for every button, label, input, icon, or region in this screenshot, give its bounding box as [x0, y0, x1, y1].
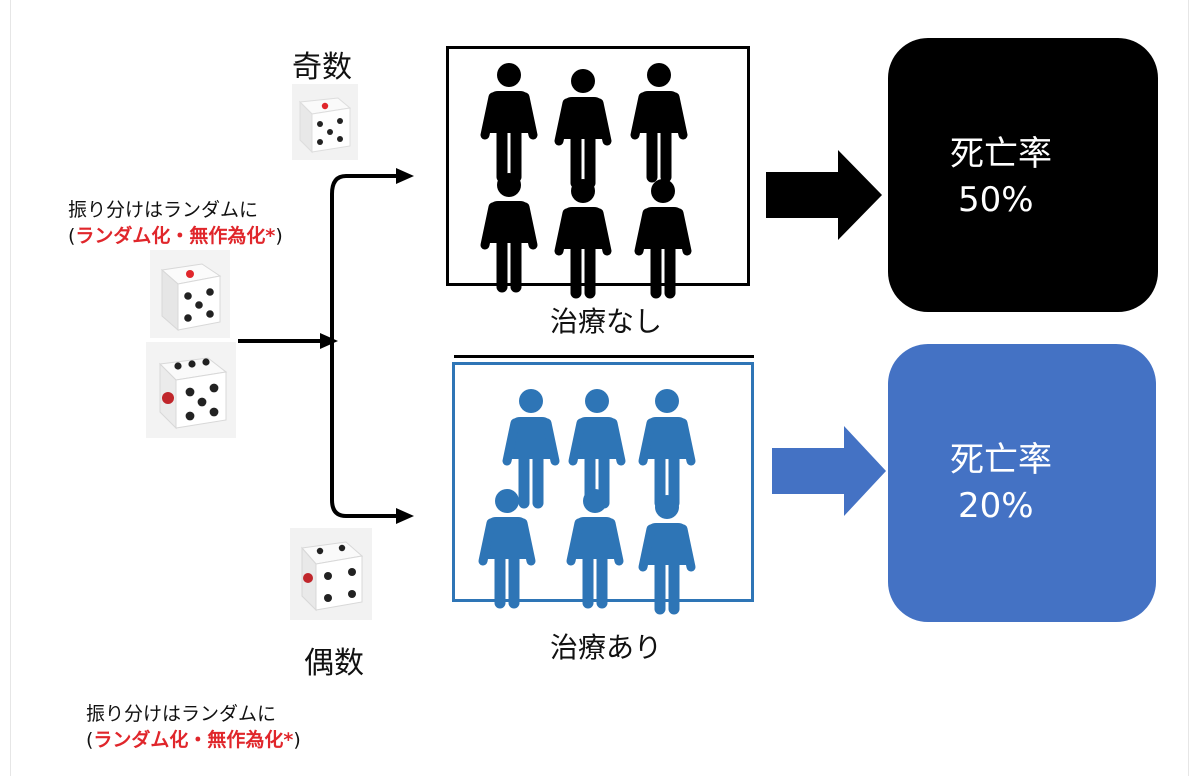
person-icon: [638, 389, 696, 509]
untreated-result-box: 死亡率 50%: [888, 38, 1158, 312]
person-icon: [480, 173, 538, 293]
randomization-note-bottom: 振り分けはランダムに (ランダム化・無作為化*): [86, 702, 301, 753]
person-icon: [638, 495, 696, 615]
treated-caption: 治療あり: [550, 631, 663, 664]
note-line-2: (ランダム化・無作為化*): [86, 728, 301, 751]
middle-arrowhead: [320, 333, 338, 349]
note-line-2: (ランダム化・無作為化*): [68, 224, 283, 247]
treated-result-arrow-icon: [772, 426, 886, 516]
person-icon: [478, 489, 536, 609]
randomization-note-middle: 振り分けはランダムに (ランダム化・無作為化*): [68, 198, 283, 249]
note-line-1: 振り分けはランダムに: [86, 703, 277, 725]
note-red-text: ランダム化・無作為化*: [93, 728, 294, 751]
untreated-result-arrow-icon: [766, 150, 882, 240]
person-icon: [502, 389, 560, 509]
note-line-1: 振り分けはランダムに: [68, 199, 259, 221]
treated-result-value: 20%: [958, 486, 1034, 526]
untreated-caption: 治療なし: [550, 305, 663, 338]
center-die-top-icon: [150, 250, 230, 338]
person-icon: [568, 389, 626, 509]
person-icon: [480, 63, 538, 183]
branch-connector: [238, 174, 398, 518]
left-frame-edge: [10, 0, 11, 776]
odd-die-icon: [292, 84, 358, 160]
untreated-people: [480, 63, 692, 299]
treated-people: [478, 389, 696, 615]
treated-result-box: 死亡率 20%: [888, 344, 1156, 622]
untreated-result-label: 死亡率: [950, 134, 1052, 174]
bottom-arrowhead: [396, 508, 414, 524]
note-red-text: ランダム化・無作為化*: [75, 224, 276, 247]
treated-result-label: 死亡率: [950, 440, 1052, 480]
center-die-bottom-icon: [146, 342, 236, 438]
person-icon: [554, 179, 612, 299]
group-separator: [454, 355, 754, 358]
untreated-result-value: 50%: [958, 180, 1034, 220]
person-icon: [566, 489, 624, 609]
even-label: 偶数: [304, 646, 364, 681]
person-icon: [634, 179, 692, 299]
person-icon: [554, 69, 612, 189]
treated-group-box: [452, 362, 754, 615]
right-frame-edge: [1188, 0, 1189, 776]
person-icon: [630, 63, 688, 183]
even-die-icon: [290, 528, 372, 620]
untreated-group-box: [446, 46, 750, 299]
odd-label: 奇数: [292, 50, 352, 85]
top-arrowhead: [396, 168, 414, 184]
